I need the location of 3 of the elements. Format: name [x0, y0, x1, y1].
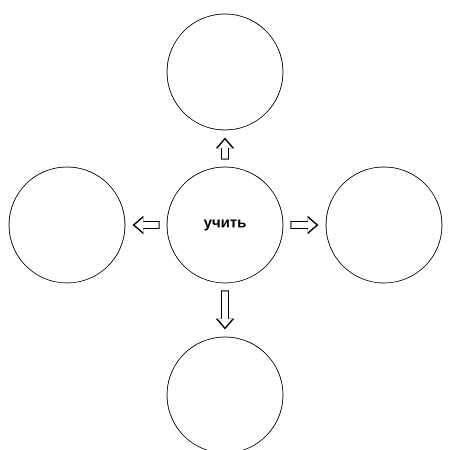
- empty-circle: [8, 166, 126, 284]
- empty-circle: [326, 166, 442, 284]
- empty-circle: [166, 14, 284, 130]
